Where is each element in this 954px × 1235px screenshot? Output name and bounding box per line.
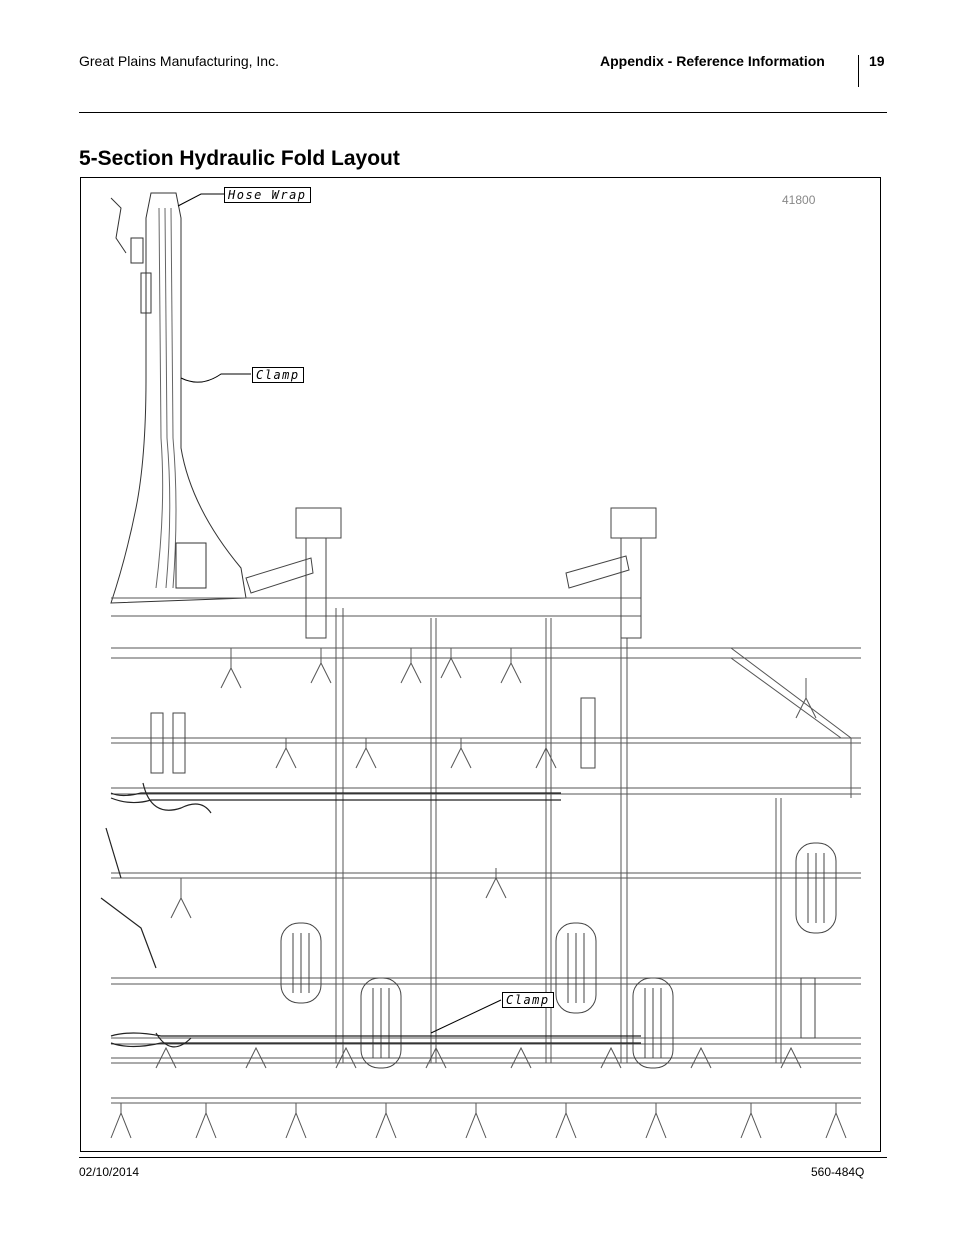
callout-clamp-lower: Clamp xyxy=(502,992,554,1008)
figure-number: 41800 xyxy=(782,193,816,207)
callout-clamp-upper: Clamp xyxy=(252,367,304,383)
hydraulic-layout-drawing xyxy=(100,192,861,1139)
hitch-tongue xyxy=(110,192,247,604)
frame-rails xyxy=(111,597,861,1104)
hydraulic-fold-diagram: 41800 Hose Wrap Clamp Clamp xyxy=(80,177,881,1152)
footer-date: 02/10/2014 xyxy=(79,1165,140,1179)
header-company: Great Plains Manufacturing, Inc. xyxy=(79,53,279,69)
sweep-shanks xyxy=(110,648,847,1139)
hydraulic-hoses xyxy=(100,782,641,1048)
header-section-title: Appendix - Reference Information xyxy=(600,53,825,69)
leader-lines xyxy=(177,193,502,1034)
callout-hose-wrap: Hose Wrap xyxy=(224,187,311,203)
footer-doc-number: 560-484Q xyxy=(811,1165,865,1179)
wing-hinge-assemblies xyxy=(150,507,816,1039)
gauge-wheels xyxy=(280,842,837,1069)
footer-rule xyxy=(79,1157,887,1158)
header-rule xyxy=(79,112,887,113)
page-title: 5-Section Hydraulic Fold Layout xyxy=(79,147,400,170)
header-divider xyxy=(858,55,859,87)
page-number: 19 xyxy=(869,53,885,69)
